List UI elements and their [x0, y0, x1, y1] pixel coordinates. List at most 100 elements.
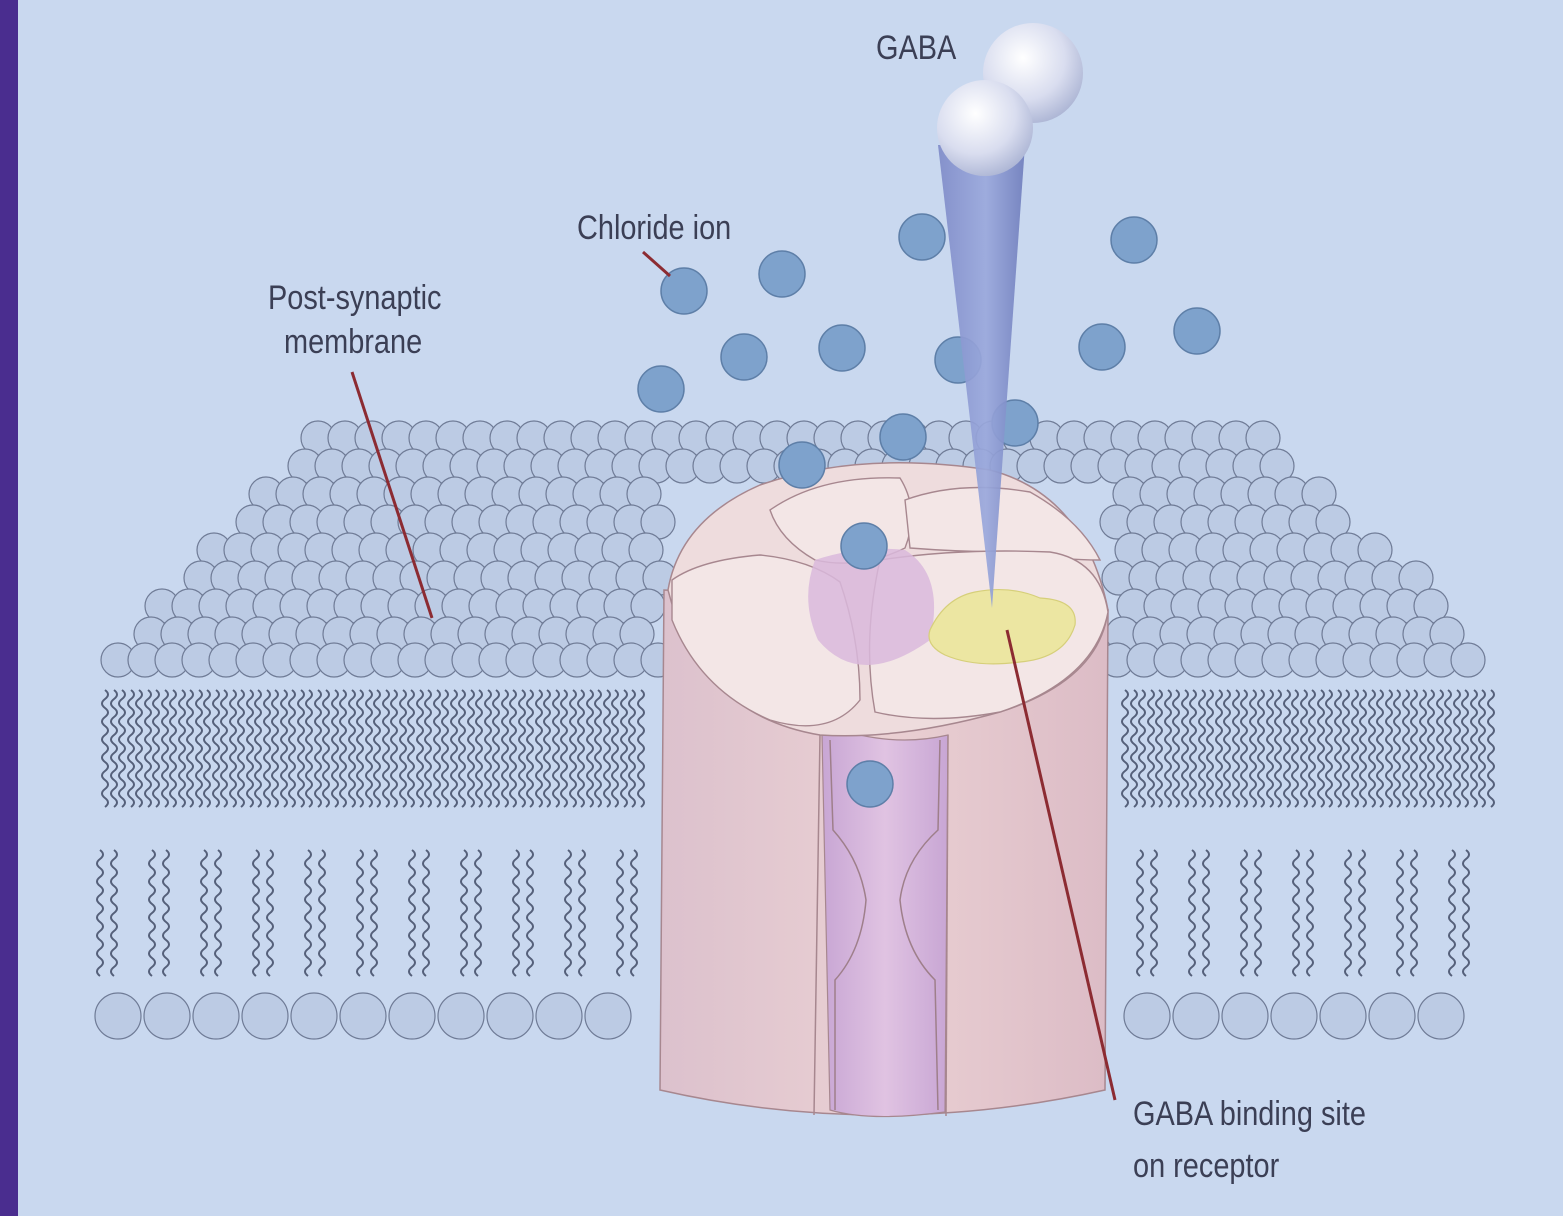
lipid-tail [450, 689, 458, 808]
lipid-tail [1150, 849, 1158, 977]
lipid-tail [135, 689, 143, 808]
channel-mouth [808, 548, 935, 665]
lipid-tail [356, 689, 364, 808]
lipid-tail [1249, 689, 1257, 808]
subunit-seam-left [813, 734, 821, 1116]
lipid-tail [229, 689, 237, 808]
phospholipid-head [1172, 992, 1220, 1040]
lipid-tail [1344, 849, 1352, 977]
lipid-tail [110, 849, 118, 977]
lipid-tail [577, 689, 585, 808]
lipid-tail [1385, 689, 1393, 808]
chloride-ion [1078, 323, 1126, 371]
lipid-tail [1448, 849, 1456, 977]
lipid-tail [1240, 689, 1248, 808]
lipid-tail [1223, 689, 1231, 808]
lipid-tail [512, 849, 520, 977]
lipid-tail [552, 689, 560, 808]
phospholipid-head [437, 992, 485, 1040]
chloride-ions [637, 213, 1221, 808]
lipid-tail [1317, 689, 1325, 808]
lipid-tail [266, 849, 274, 977]
lipid-tail [271, 689, 279, 808]
gaba-binding-site [928, 588, 1076, 665]
lipid-tail [252, 849, 260, 977]
lipid-tail [356, 849, 364, 977]
phospholipid-head [1417, 992, 1465, 1040]
lipid-tail [1172, 689, 1180, 808]
lipid-tail [339, 689, 347, 808]
lipid-tail [1291, 689, 1299, 808]
lipid-tail [1487, 689, 1495, 808]
lipid-bilayer [94, 420, 1495, 1040]
binding-site-leader-line [1005, 629, 1117, 1101]
lipid-tail [365, 689, 373, 808]
phospholipid-head [192, 992, 240, 1040]
lipid-tail [526, 849, 534, 977]
channel-constriction-right [899, 739, 941, 1111]
lipid-tail [407, 689, 415, 808]
lipid-tail [628, 689, 636, 808]
chloride-ion [660, 267, 708, 315]
lipid-tail [408, 849, 416, 977]
lipid-tail [1121, 689, 1129, 808]
ion-channel-pore [821, 734, 949, 1118]
lipid-tail [475, 689, 483, 808]
lipid-tail [630, 849, 638, 977]
lipid-tail [1334, 689, 1342, 808]
chloride-ion [637, 365, 685, 413]
lipid-tail [263, 689, 271, 808]
gaba-sphere-front [937, 80, 1033, 176]
post-synaptic-label-line2: membrane [284, 323, 423, 361]
gaba-label: GABA [876, 29, 957, 67]
lipid-tail [1254, 849, 1262, 977]
lipid-tail [422, 849, 430, 977]
leader-lines [350, 250, 1117, 1101]
lipid-tail [318, 849, 326, 977]
lipid-tail [1189, 689, 1197, 808]
lipid-tail [578, 849, 586, 977]
lipid-tail [1419, 689, 1427, 808]
chloride-ion [846, 760, 894, 808]
lipid-tail [637, 689, 645, 808]
phospholipid-head [1319, 992, 1367, 1040]
lipid-tail [1188, 849, 1196, 977]
lipid-tail [162, 849, 170, 977]
lipid-tail [186, 689, 194, 808]
lipid-tail [467, 689, 475, 808]
phospholipid-head [486, 992, 534, 1040]
chloride-ion [1173, 307, 1221, 355]
lipid-tail [441, 689, 449, 808]
chloride-ion-label: Chloride ion [577, 209, 732, 247]
lipid-tail [1292, 849, 1300, 977]
lipid-tail [424, 689, 432, 808]
lipid-tail [1461, 689, 1469, 808]
lipid-tail [1164, 689, 1172, 808]
lipid-tail [1402, 689, 1410, 808]
lipid-tail [416, 689, 424, 808]
phospholipid-head [535, 992, 583, 1040]
phospholipid-head [1123, 992, 1171, 1040]
lipid-tail [1358, 849, 1366, 977]
phospholipid-head [1221, 992, 1269, 1040]
lipid-tail [1359, 689, 1367, 808]
lipid-tail [1351, 689, 1359, 808]
lipid-tail [564, 849, 572, 977]
gaba-approach-cone [938, 145, 1025, 608]
lipid-tail [543, 689, 551, 808]
phospholipid-head [1368, 992, 1416, 1040]
post-synaptic-label-line1: Post-synaptic [268, 279, 442, 317]
lipid-tail [280, 689, 288, 808]
lipid-tail [314, 689, 322, 808]
chloride-ion [898, 213, 946, 261]
lipid-tail [1198, 689, 1206, 808]
binding-site-label-line2: on receptor [1133, 1147, 1280, 1185]
phospholipid-head [241, 992, 289, 1040]
lipid-tail [586, 689, 594, 808]
chloride-ion [840, 522, 888, 570]
lipid-tail [195, 689, 203, 808]
chloride-ion [879, 413, 927, 461]
lipid-tail [1410, 689, 1418, 808]
lipid-tail [127, 689, 135, 808]
lipid-tail [458, 689, 466, 808]
